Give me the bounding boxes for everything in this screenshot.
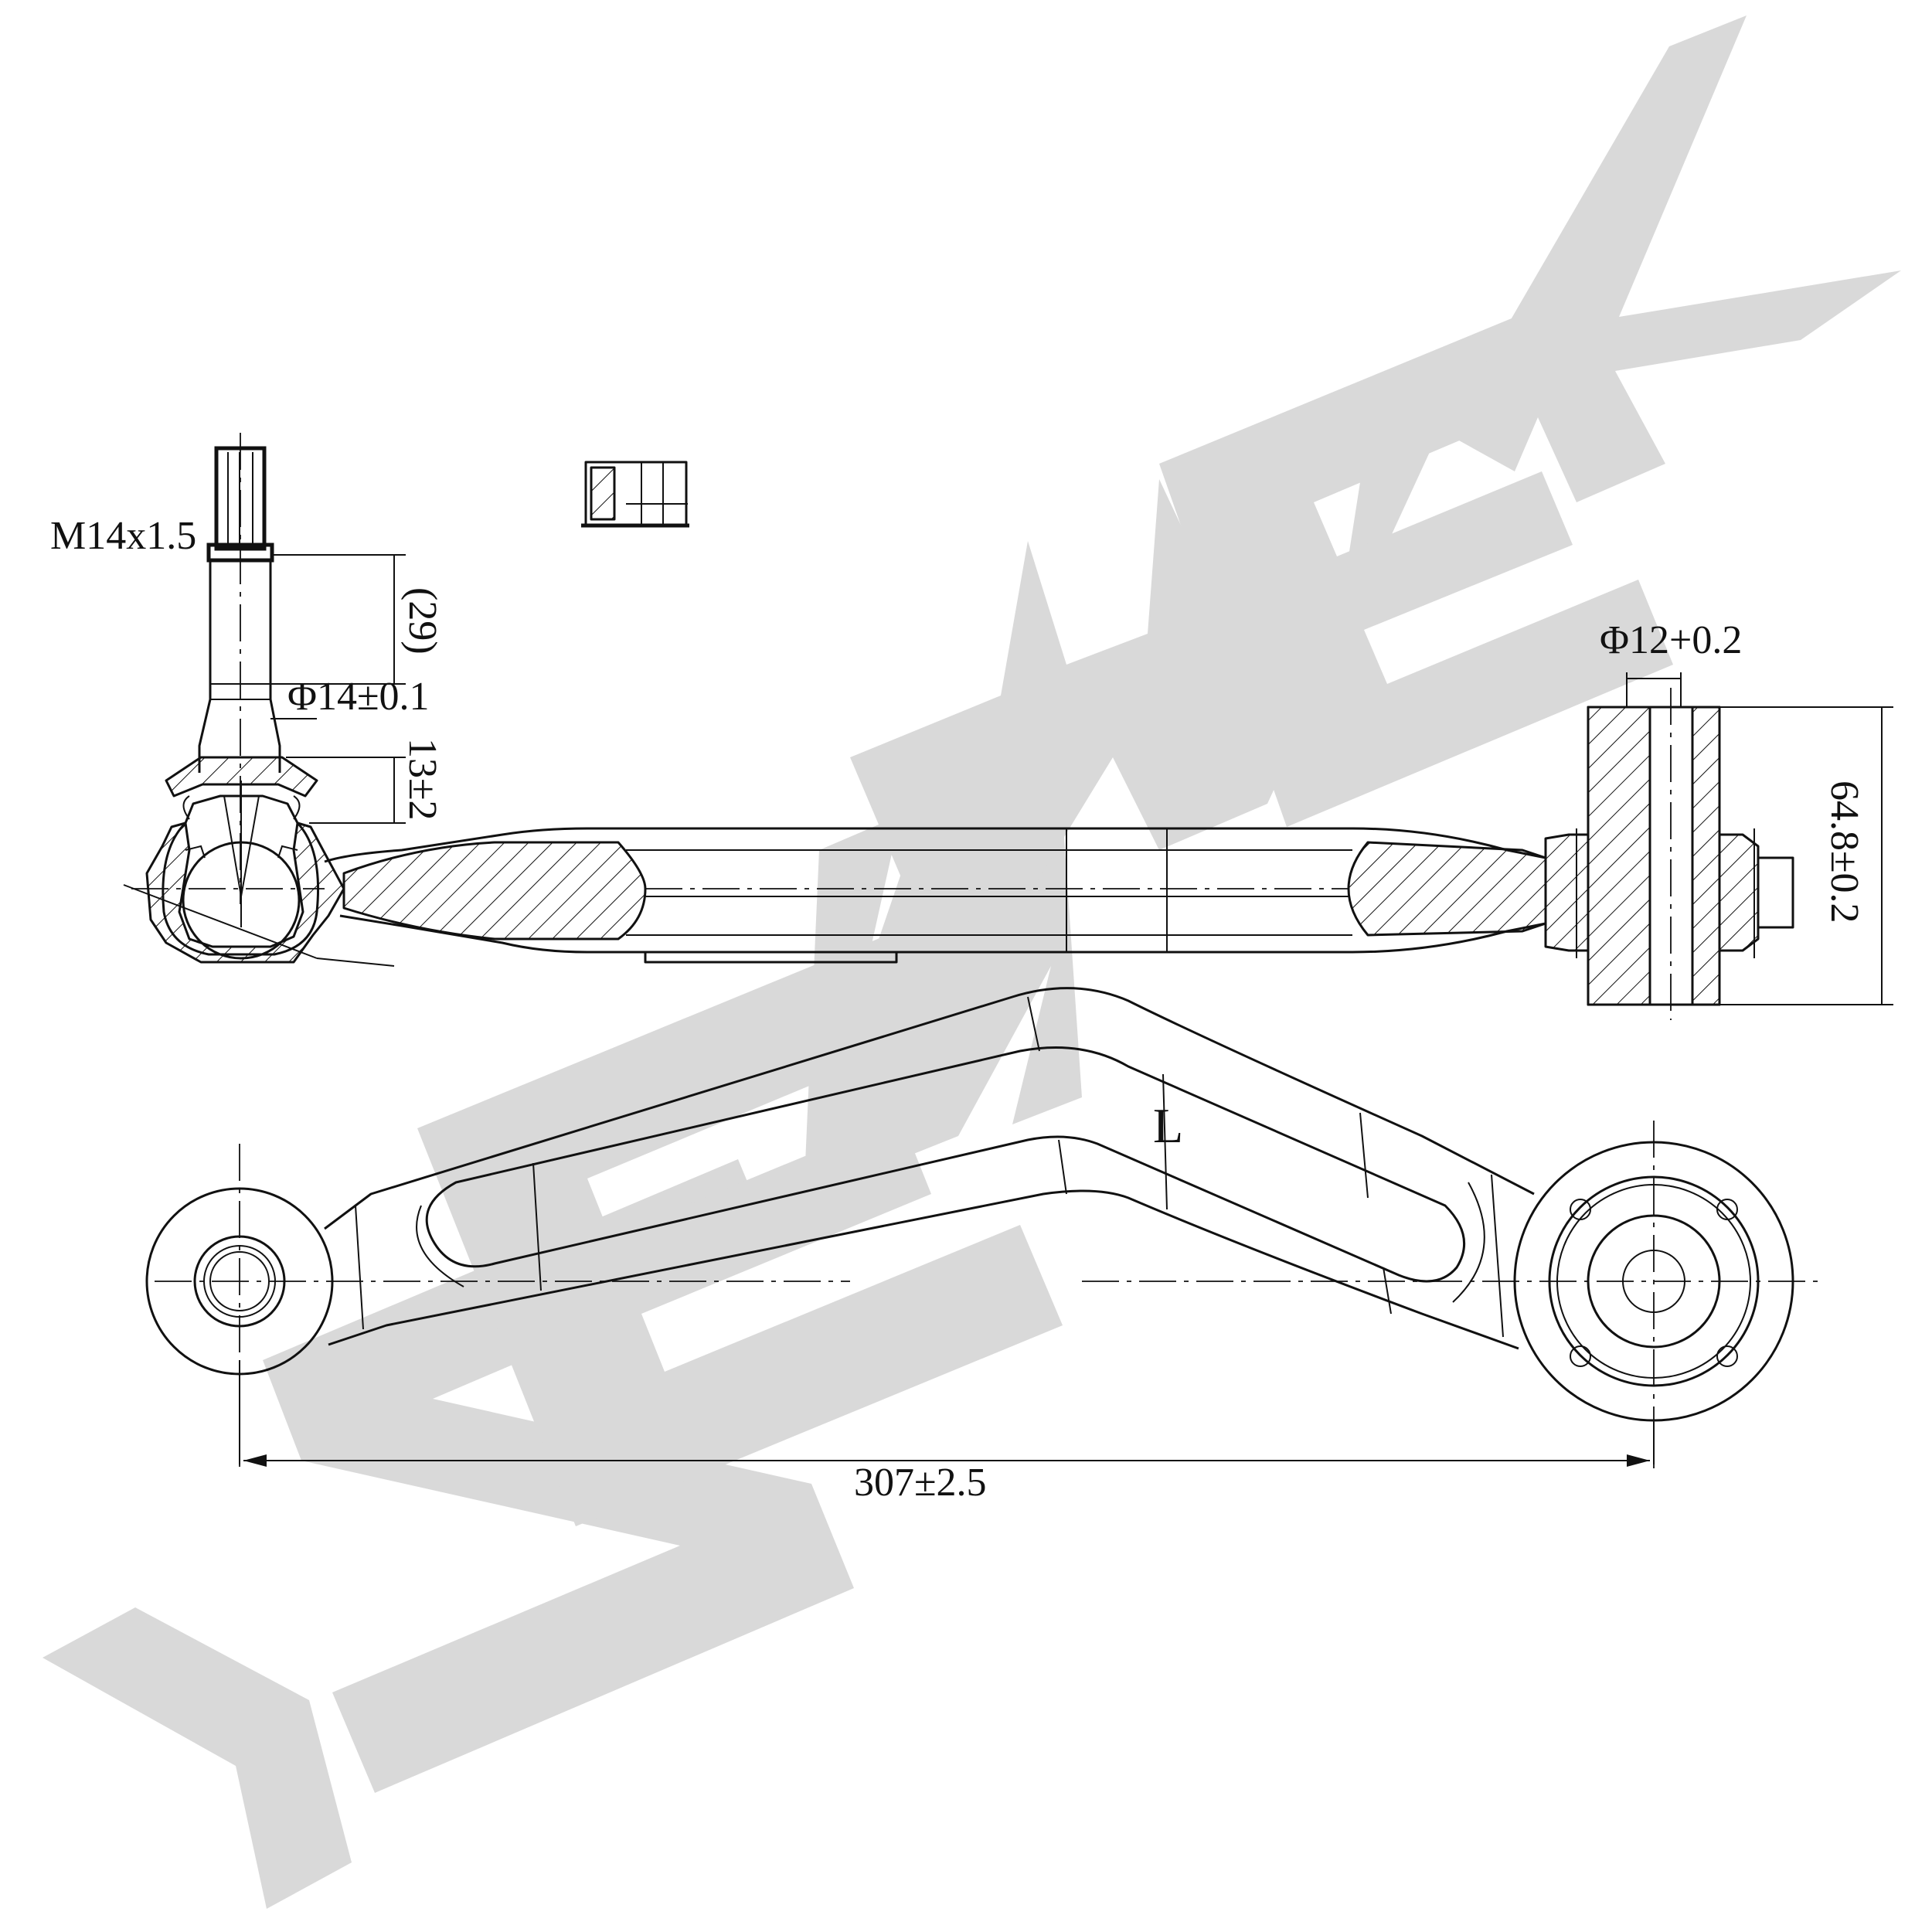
boot-cap [165, 756, 318, 798]
bushing-width-label: 64.8±0.2 [1822, 781, 1866, 923]
arm-body-section [131, 827, 1547, 964]
center-distance-label: 307±2.5 [854, 1461, 987, 1505]
side-mark-label: L [1153, 1098, 1183, 1153]
bushing-rivets [1570, 1199, 1738, 1367]
ball-joint-housing [123, 781, 395, 967]
dimension-lines [239, 554, 1893, 1467]
stud-diameter-label: Φ14±0.1 [287, 675, 430, 719]
plan-view [145, 987, 1824, 1468]
watermark-chevron [43, 1607, 352, 1909]
thread-label: M14x1.5 [50, 514, 196, 558]
watermark-letter-w [850, 402, 1453, 939]
taper-height-label: 13±2 [400, 738, 444, 821]
watermark-logo [43, 15, 1901, 1909]
stud-length-label: (29) [400, 587, 444, 655]
side-section-view [123, 433, 1794, 1020]
arm-window [425, 1046, 1466, 1283]
watermark-letter-e [417, 931, 1063, 1526]
bushing-bore-label: Φ12+0.2 [1600, 618, 1742, 662]
watermark-letter-e2 [1159, 309, 1673, 827]
bushing-section [1544, 688, 1794, 1020]
nut-view [581, 461, 689, 528]
watermark-letter-k [1445, 15, 1901, 502]
arm-outline [324, 987, 1535, 1350]
